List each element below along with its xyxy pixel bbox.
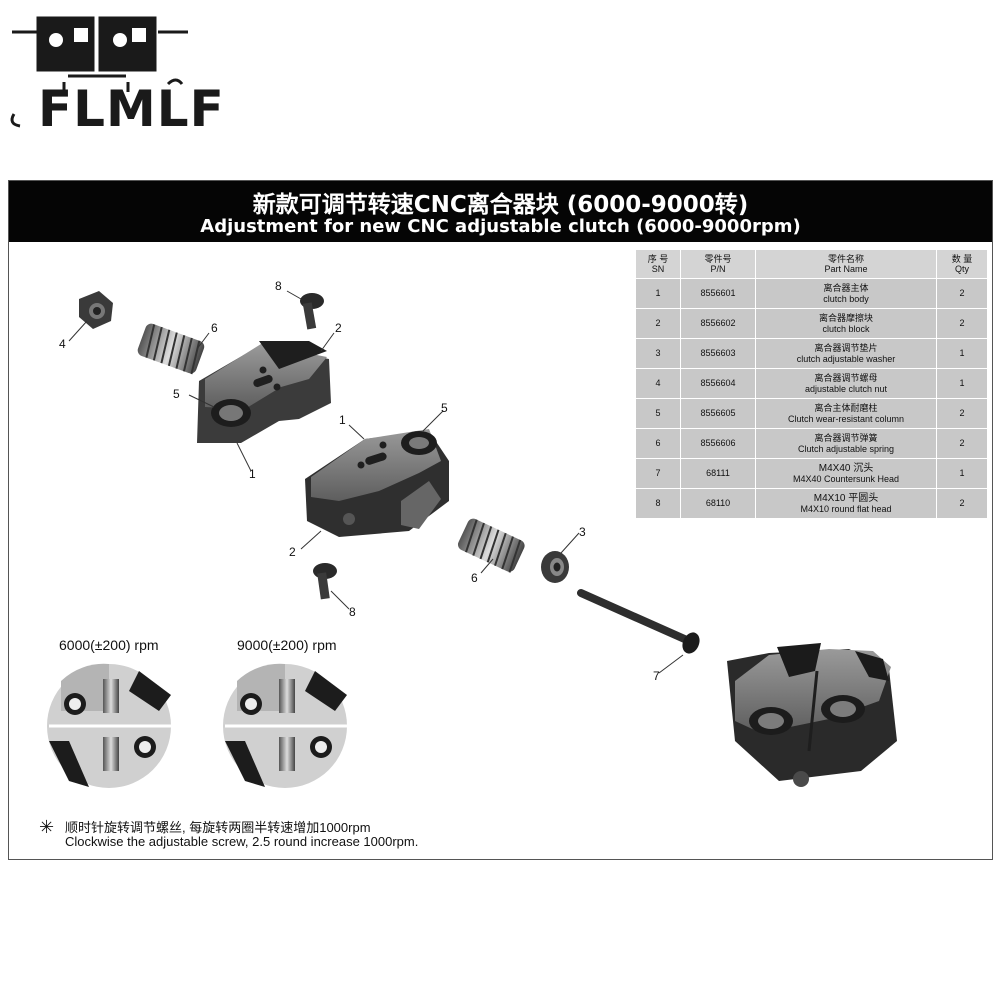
- exploded-view-illustration: [47, 290, 897, 788]
- parts-sheet: 新款可调节转速CNC离合器块 (6000-9000转) Adjustment f…: [8, 180, 993, 860]
- cell-sn: 6: [635, 428, 681, 459]
- spring-lower-icon: [457, 518, 525, 573]
- rpm-6000-diagram-icon: [47, 663, 171, 788]
- cell-qty: 1: [936, 338, 988, 369]
- callout-2-lower: 2: [289, 545, 296, 559]
- cell-pn: 8556606: [680, 428, 756, 459]
- callout-3: 3: [579, 525, 586, 539]
- robot-logo-icon: [10, 16, 188, 128]
- cell-pn: 8556601: [680, 278, 756, 309]
- callout-8-top: 8: [275, 279, 282, 293]
- callout-5-left: 5: [173, 387, 180, 401]
- cell-pn: 68111: [680, 458, 756, 489]
- title-english: Adjustment for new CNC adjustable clutch…: [200, 216, 801, 237]
- callout-5-center: 5: [441, 401, 448, 415]
- cell-pn: 68110: [680, 488, 756, 519]
- callout-1-center: 1: [339, 413, 346, 427]
- cell-pn: 8556603: [680, 338, 756, 369]
- adjustable-washer-icon: [541, 551, 569, 583]
- title-banner: 新款可调节转速CNC离合器块 (6000-9000转) Adjustment f…: [9, 181, 992, 242]
- rpm-9000-diagram-icon: [223, 663, 347, 788]
- cell-qty: 2: [936, 278, 988, 309]
- note-chinese: 顺时针旋转调节螺丝, 每旋转两圈半转速增加1000rpm: [65, 820, 371, 835]
- title-chinese: 新款可调节转速CNC离合器块 (6000-9000转): [252, 192, 749, 218]
- cell-sn: 3: [635, 338, 681, 369]
- cell-qty: 1: [936, 458, 988, 489]
- cell-qty: 1: [936, 368, 988, 399]
- round-head-screw-lower-icon: [313, 563, 337, 600]
- cell-qty: 2: [936, 308, 988, 339]
- callout-8-lower: 8: [349, 605, 356, 619]
- cell-pn: 8556605: [680, 398, 756, 429]
- callout-7: 7: [653, 669, 660, 683]
- assembled-clutch-icon: [727, 643, 897, 787]
- clutch-body-upper-icon: [197, 341, 331, 443]
- cell-sn: 2: [635, 308, 681, 339]
- cell-sn: 5: [635, 398, 681, 429]
- countersunk-bolt-icon: [577, 589, 700, 654]
- cell-sn: 1: [635, 278, 681, 309]
- cell-pn: 8556602: [680, 308, 756, 339]
- cell-qty: 2: [936, 488, 988, 519]
- rpm-9000-label: 9000(±200) rpm: [237, 637, 337, 653]
- clutch-body-lower-icon: [305, 429, 449, 537]
- cell-sn: 4: [635, 368, 681, 399]
- note-asterisk-icon: ✳: [39, 817, 55, 837]
- brand-logo-text: FLMLF: [38, 80, 225, 138]
- cell-qty: 2: [936, 398, 988, 429]
- note-english: Clockwise the adjustable screw, 2.5 roun…: [65, 834, 419, 849]
- callout-2-top: 2: [335, 321, 342, 335]
- spring-icon: [137, 323, 205, 375]
- rpm-6000-label: 6000(±200) rpm: [59, 637, 159, 653]
- callout-1-left: 1: [249, 467, 256, 481]
- callout-6-top: 6: [211, 321, 218, 335]
- cell-sn: 8: [635, 488, 681, 519]
- round-head-screw-icon: [300, 293, 324, 330]
- cell-pn: 8556604: [680, 368, 756, 399]
- adjustable-nut-icon: [79, 291, 113, 329]
- cell-sn: 7: [635, 458, 681, 489]
- callout-6-lower: 6: [471, 571, 478, 585]
- cell-qty: 2: [936, 428, 988, 459]
- callout-4: 4: [59, 337, 66, 351]
